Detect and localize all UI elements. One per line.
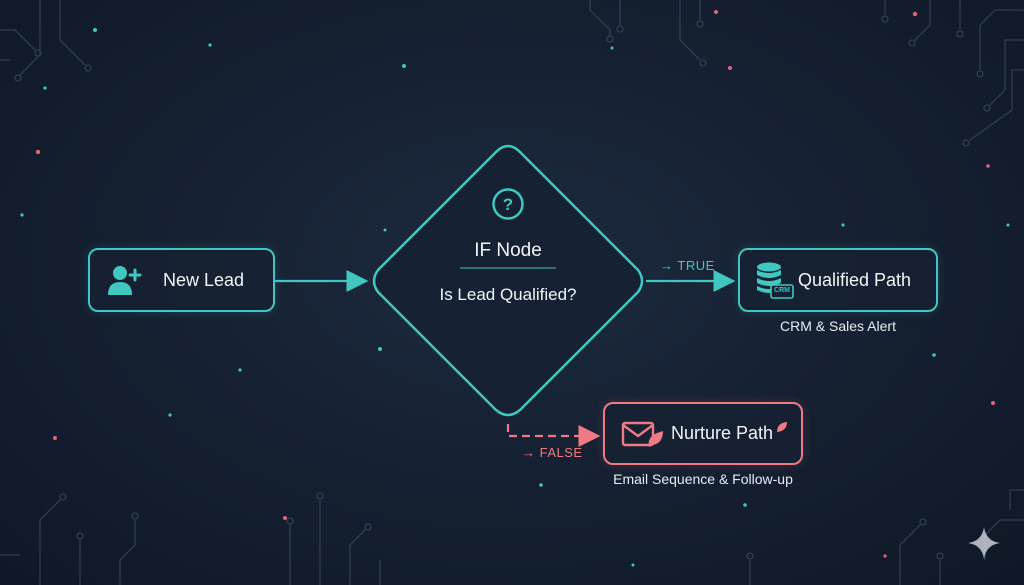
crm-badge-text: CRM <box>774 287 790 294</box>
node-nurture-path-caption: Email Sequence & Follow-up <box>613 471 793 487</box>
edge-decision-false <box>506 424 601 447</box>
node-new-lead[interactable]: New Lead <box>88 248 275 312</box>
node-qualified-path-caption: CRM & Sales Alert <box>780 318 896 334</box>
node-qualified-path-label: Qualified Path <box>798 269 912 290</box>
edge-false-label: → FALSE <box>522 445 583 460</box>
decision-diamond[interactable] <box>372 144 644 417</box>
leaf-icon <box>775 420 789 434</box>
svg-text:?: ? <box>503 195 513 214</box>
add-user-icon <box>106 263 144 297</box>
email-leaf-icon <box>621 417 665 451</box>
edge-true-label: → TRUE <box>660 258 715 273</box>
node-qualified-path[interactable]: CRM Qualified Path <box>738 248 938 312</box>
node-new-lead-label: New Lead <box>163 269 245 290</box>
question-mark-icon: ? <box>491 187 525 221</box>
node-nurture-path[interactable]: Nurture Path <box>603 402 803 465</box>
decision-question: Is Lead Qualified? <box>439 285 577 304</box>
node-nurture-path-label: Nurture Path <box>671 423 774 443</box>
sparkle-icon <box>966 525 1002 561</box>
crm-database-icon: CRM <box>754 260 794 300</box>
decision-title: IF Node <box>474 240 542 261</box>
